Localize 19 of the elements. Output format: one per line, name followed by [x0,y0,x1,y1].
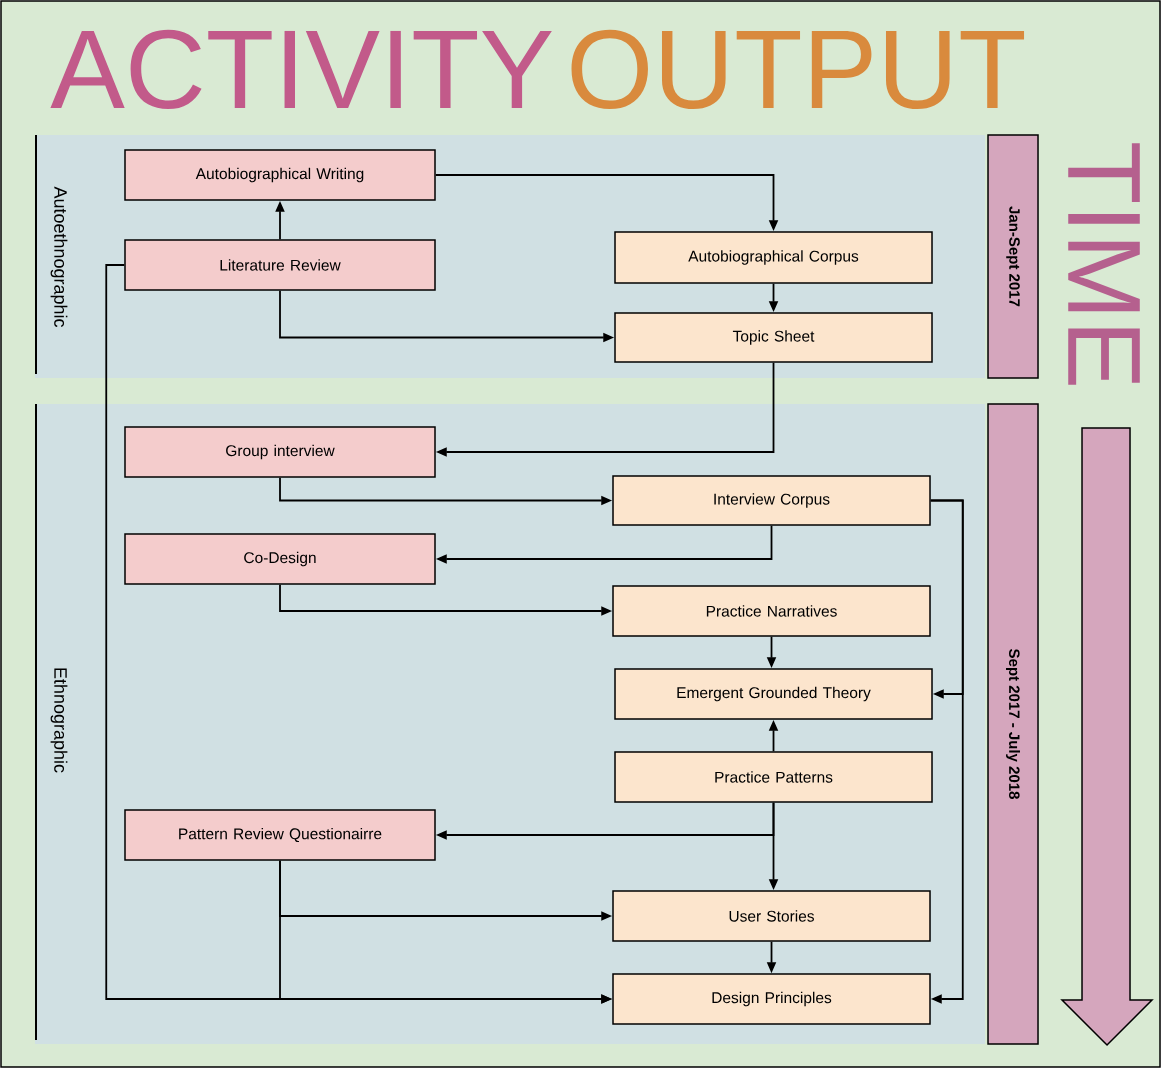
activity-box: Group interview [124,426,436,478]
time-period-bar: Jan-Sept 2017 [987,134,1039,379]
heading-word: OUTPUT [571,29,1025,110]
output-box: Practice Patterns [614,751,933,803]
heading-word: TIME [1068,143,1140,385]
heading-word: ACTIVITY [50,29,552,110]
output-box: Interview Corpus [612,475,931,526]
output-box: Topic Sheet [614,312,933,363]
arrow [929,499,964,1004]
activity-box: Co-Design [124,533,436,585]
output-box: Emergent Grounded Theory [614,668,933,720]
output-box: Design Principles [612,973,931,1025]
time-period-bar: Sept 2017 - July 2018 [987,403,1039,1045]
activity-box: Pattern Review Questionairre [124,809,436,861]
output-box: Autobiographical Corpus [614,231,933,284]
output-box: User Stories [612,890,931,942]
activity-box: Autobiographical Writing [124,149,436,201]
output-box: Practice Narratives [612,585,931,637]
activity-box: Literature Review [124,239,436,291]
